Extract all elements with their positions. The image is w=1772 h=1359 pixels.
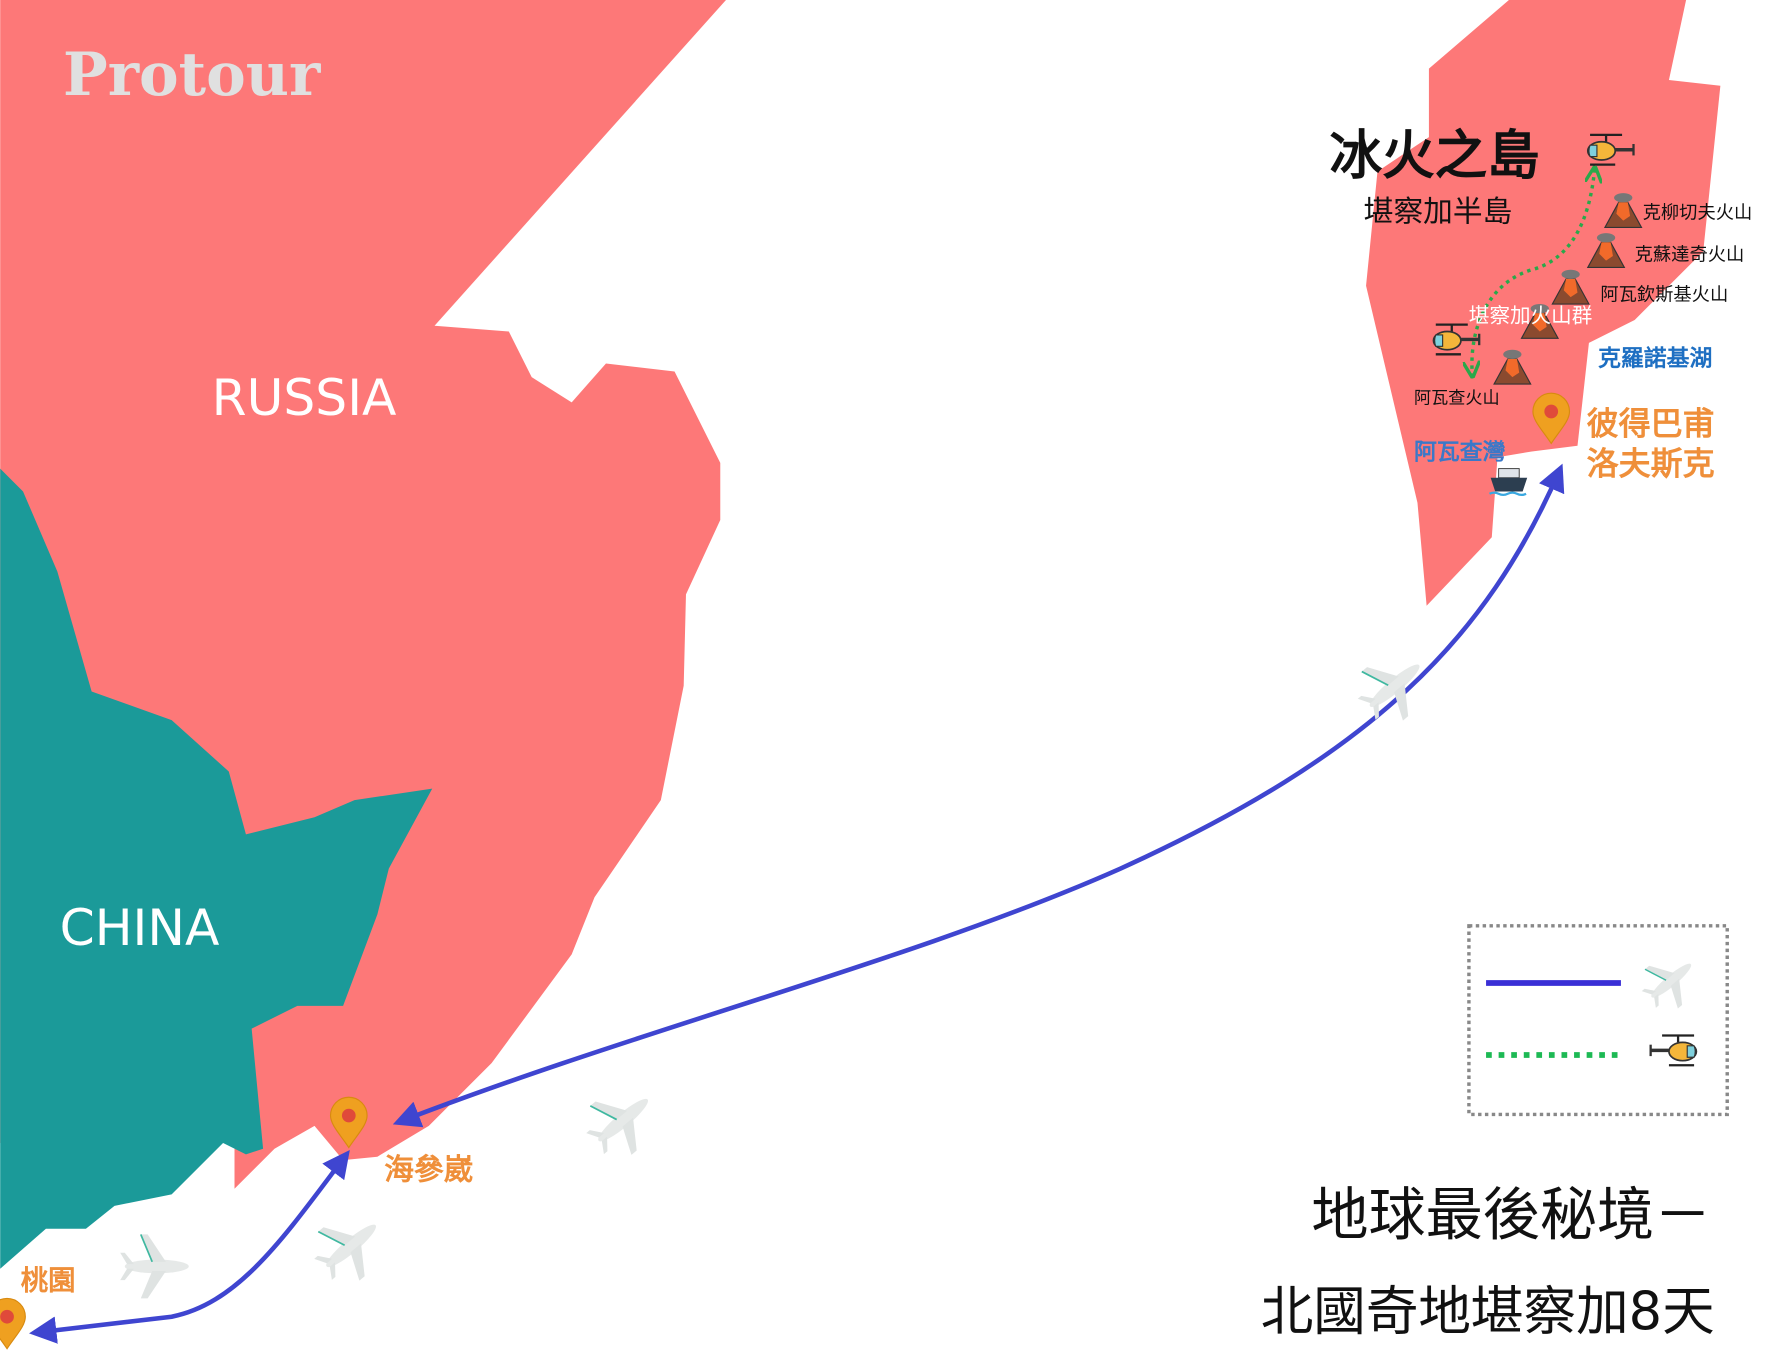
island-title: 冰火之島	[1329, 126, 1539, 187]
map-legend	[1467, 924, 1729, 1117]
country-label-russia: RUSSIA	[212, 368, 397, 427]
airplane-icon	[119, 1233, 190, 1300]
airplane-icon	[301, 1199, 398, 1295]
helicopter-icon	[1648, 1033, 1699, 1067]
volcano-group-label: 堪察加火山群	[1469, 303, 1592, 327]
airplane-icon	[1631, 943, 1708, 1020]
airplane-icon	[1345, 639, 1441, 735]
helicopter-route	[1472, 169, 1595, 375]
lake-label: 克羅諾基湖	[1598, 345, 1712, 372]
china-region	[0, 468, 433, 1269]
city-label-petropavlovsk-1: 彼得巴甫	[1587, 404, 1715, 442]
city-label-taoyuan: 桃園	[21, 1265, 76, 1296]
volcano-label: 阿瓦查火山	[1414, 388, 1500, 408]
brand-logo: Protour	[63, 40, 321, 110]
city-label-vladivostok: 海參崴	[384, 1153, 473, 1188]
airplane-icon	[573, 1074, 670, 1170]
flight-route-vladivostok-taoyuan	[29, 1150, 350, 1344]
bay-label: 阿瓦查灣	[1414, 439, 1506, 465]
tour-title-line1: 地球最後秘境－	[1311, 1182, 1711, 1248]
volcano-label: 克柳切夫火山	[1643, 202, 1753, 223]
volcano-label: 阿瓦欽斯基火山	[1600, 285, 1728, 306]
volcano-label: 克蘇達奇火山	[1635, 245, 1745, 266]
city-label-petropavlovsk-2: 洛夫斯克	[1587, 444, 1715, 482]
peninsula-label: 堪察加半島	[1364, 195, 1513, 230]
tour-title-line2: 北國奇地堪察加8天	[1261, 1281, 1715, 1342]
ship-icon	[1488, 468, 1528, 497]
country-label-china: CHINA	[60, 898, 220, 957]
flight-route-kamchatka-vladivostok	[392, 463, 1565, 1128]
location-pin-icon	[0, 1297, 26, 1350]
